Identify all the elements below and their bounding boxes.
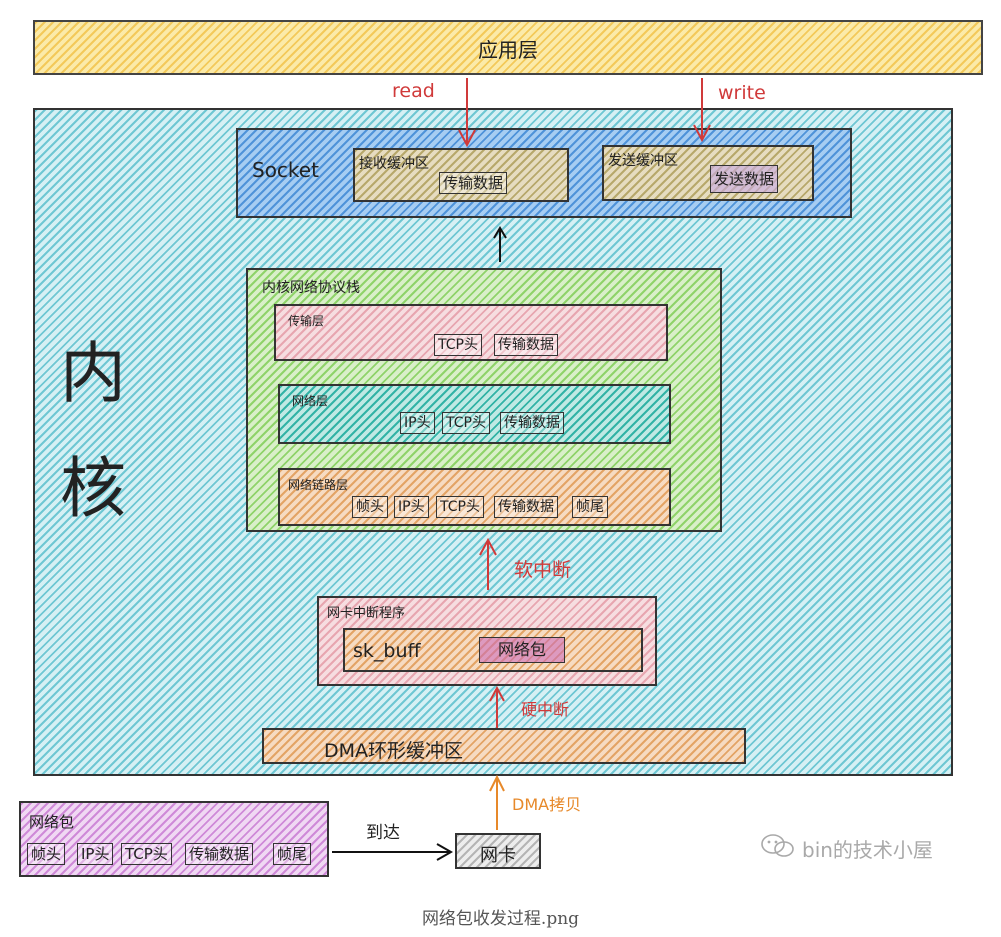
app-layer-label: 应用层 [478, 38, 538, 62]
arrive-arrow [332, 843, 454, 861]
dma-ring-label: DMA环形缓冲区 [324, 740, 464, 762]
read-arrow [458, 78, 476, 148]
packet-chip-frame-trailer: 帧尾 [273, 843, 312, 865]
write-arrow [693, 78, 711, 143]
hardirq-label: 硬中断 [521, 700, 570, 719]
watermark-text: bin的技术小屋 [802, 838, 933, 862]
watermark: bin的技术小屋 [760, 832, 980, 862]
link-chip-tcp-header: TCP头 [436, 496, 484, 518]
link-chip-frame-header: 帧头 [352, 496, 388, 518]
hardirq-arrow [489, 685, 505, 728]
transport-layer: 传输层 TCP头 传输数据 [274, 304, 668, 361]
packet-box: 网络包 帧头 IP头 TCP头 传输数据 帧尾 [19, 801, 329, 877]
network-layer: 网络层 IP头 TCP头 传输数据 [278, 384, 671, 444]
link-layer: 网络链路层 帧头 IP头 TCP头 传输数据 帧尾 [278, 468, 671, 526]
packet-chip-frame-header: 帧头 [27, 843, 66, 865]
packet-chip-ip-header: IP头 [77, 843, 114, 865]
stack-to-socket-arrow [493, 226, 507, 262]
transport-chip-payload: 传输数据 [494, 334, 558, 356]
sk-buff-box: sk_buff 网络包 [343, 628, 643, 672]
link-chip-ip-header: IP头 [394, 496, 429, 518]
kernel-label-1: 内 [60, 335, 126, 412]
softirq-arrow [479, 537, 497, 590]
softirq-label: 软中断 [514, 559, 572, 581]
send-data-chip: 发送数据 [710, 165, 779, 193]
app-layer: 应用层 [33, 20, 983, 75]
figure-caption: 网络包收发过程.png [421, 909, 580, 929]
arrive-label: 到达 [366, 823, 400, 843]
dma-ring-buffer: DMA环形缓冲区 [262, 728, 746, 764]
dma-copy-label: DMA拷贝 [512, 795, 582, 814]
kernel-network-stack: 内核网络协议栈 传输层 TCP头 传输数据 网络层 IP头 TCP头 传输数据 … [246, 268, 722, 532]
send-buffer: 发送缓冲区 发送数据 [602, 145, 814, 201]
socket-title: Socket [252, 158, 319, 182]
transport-chip-tcp-header: TCP头 [434, 334, 482, 356]
link-chip-payload: 传输数据 [494, 496, 558, 518]
write-label: write [718, 82, 766, 104]
nic-box: 网卡 [455, 833, 541, 869]
stack-title: 内核网络协议栈 [262, 280, 360, 296]
packet-box-title: 网络包 [29, 813, 75, 831]
sk-buff-label: sk_buff [353, 640, 421, 662]
recv-buffer: 接收缓冲区 传输数据 [353, 148, 569, 202]
network-chip-tcp-header: TCP头 [442, 412, 490, 434]
sk-buff-packet-chip: 网络包 [479, 637, 566, 663]
link-chip-frame-trailer: 帧尾 [572, 496, 608, 518]
packet-chip-tcp-header: TCP头 [121, 843, 172, 865]
nic-irq-handler: 网卡中断程序 sk_buff 网络包 [317, 596, 657, 686]
recv-buffer-label: 接收缓冲区 [359, 156, 429, 172]
network-chip-payload: 传输数据 [500, 412, 564, 434]
nic-label: 网卡 [480, 845, 516, 866]
read-label: read [392, 80, 435, 102]
wechat-icon [761, 834, 794, 857]
recv-data-chip: 传输数据 [439, 172, 508, 194]
network-chip-ip-header: IP头 [400, 412, 435, 434]
nic-irq-title: 网卡中断程序 [327, 606, 406, 621]
dma-copy-arrow [489, 774, 505, 830]
send-buffer-label: 发送缓冲区 [608, 153, 678, 169]
packet-chip-payload: 传输数据 [185, 843, 254, 865]
link-layer-title: 网络链路层 [288, 478, 349, 492]
socket-box: Socket 接收缓冲区 传输数据 发送缓冲区 发送数据 [236, 128, 852, 218]
transport-layer-title: 传输层 [288, 314, 325, 328]
kernel-label-2: 核 [60, 450, 126, 527]
network-layer-title: 网络层 [292, 394, 329, 408]
